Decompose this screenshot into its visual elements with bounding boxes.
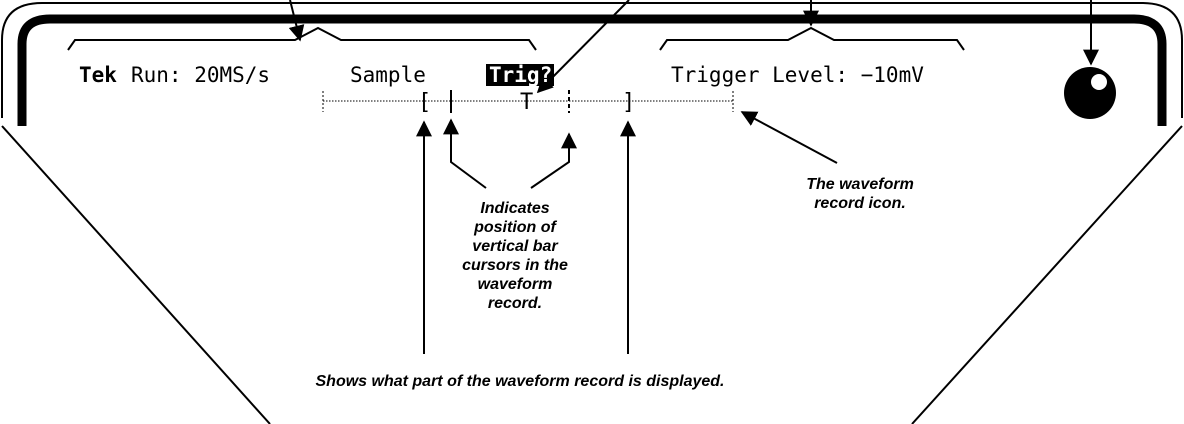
status-run: Run: 20MS/s <box>131 63 270 87</box>
callout-cursors-line: cursors in the <box>462 257 568 274</box>
bezel-outer-border <box>1 2 1183 118</box>
callout-cursors-line: waveform <box>477 276 553 293</box>
arrow-cursor-1 <box>443 118 487 189</box>
perspective-line-right <box>911 125 1183 424</box>
callout-record-icon: The waveform record icon. <box>740 175 980 213</box>
waveform-record-icon: [ ] T <box>322 90 734 115</box>
status-trigger: Trig? <box>489 63 552 87</box>
callout-cursors-line: position of <box>474 219 556 236</box>
perspective-line-left <box>1 125 271 424</box>
brace-trigger-level <box>659 26 965 51</box>
callout-record-icon-line: The waveform <box>806 176 914 193</box>
status-brand: Tek <box>79 63 117 87</box>
knob-icon <box>1064 67 1116 119</box>
arrow-run <box>288 0 305 42</box>
callout-cursors-line: vertical bar <box>472 238 558 255</box>
record-left-bracket: [ <box>418 90 431 115</box>
callout-cursors-line: Indicates <box>480 200 550 217</box>
arrow-record-icon <box>740 111 838 164</box>
brace-run-sample <box>67 26 537 51</box>
callout-cursors-line: record. <box>487 295 543 312</box>
callout-displayed: Shows what part of the waveform record i… <box>315 373 725 390</box>
callout-record-icon-line: record icon. <box>814 195 906 212</box>
record-trigger-marker: T <box>520 90 533 115</box>
status-acquisition-mode: Sample <box>350 63 426 87</box>
callout-cursors: Indicates position of vertical bar curso… <box>400 199 630 313</box>
screen-border <box>17 14 1167 126</box>
record-right-bracket: ] <box>622 90 635 115</box>
arrow-cursor-2 <box>530 132 577 189</box>
status-trigger-level: Trigger Level: −10mV <box>671 63 924 87</box>
trigger-status-badge <box>486 64 554 86</box>
